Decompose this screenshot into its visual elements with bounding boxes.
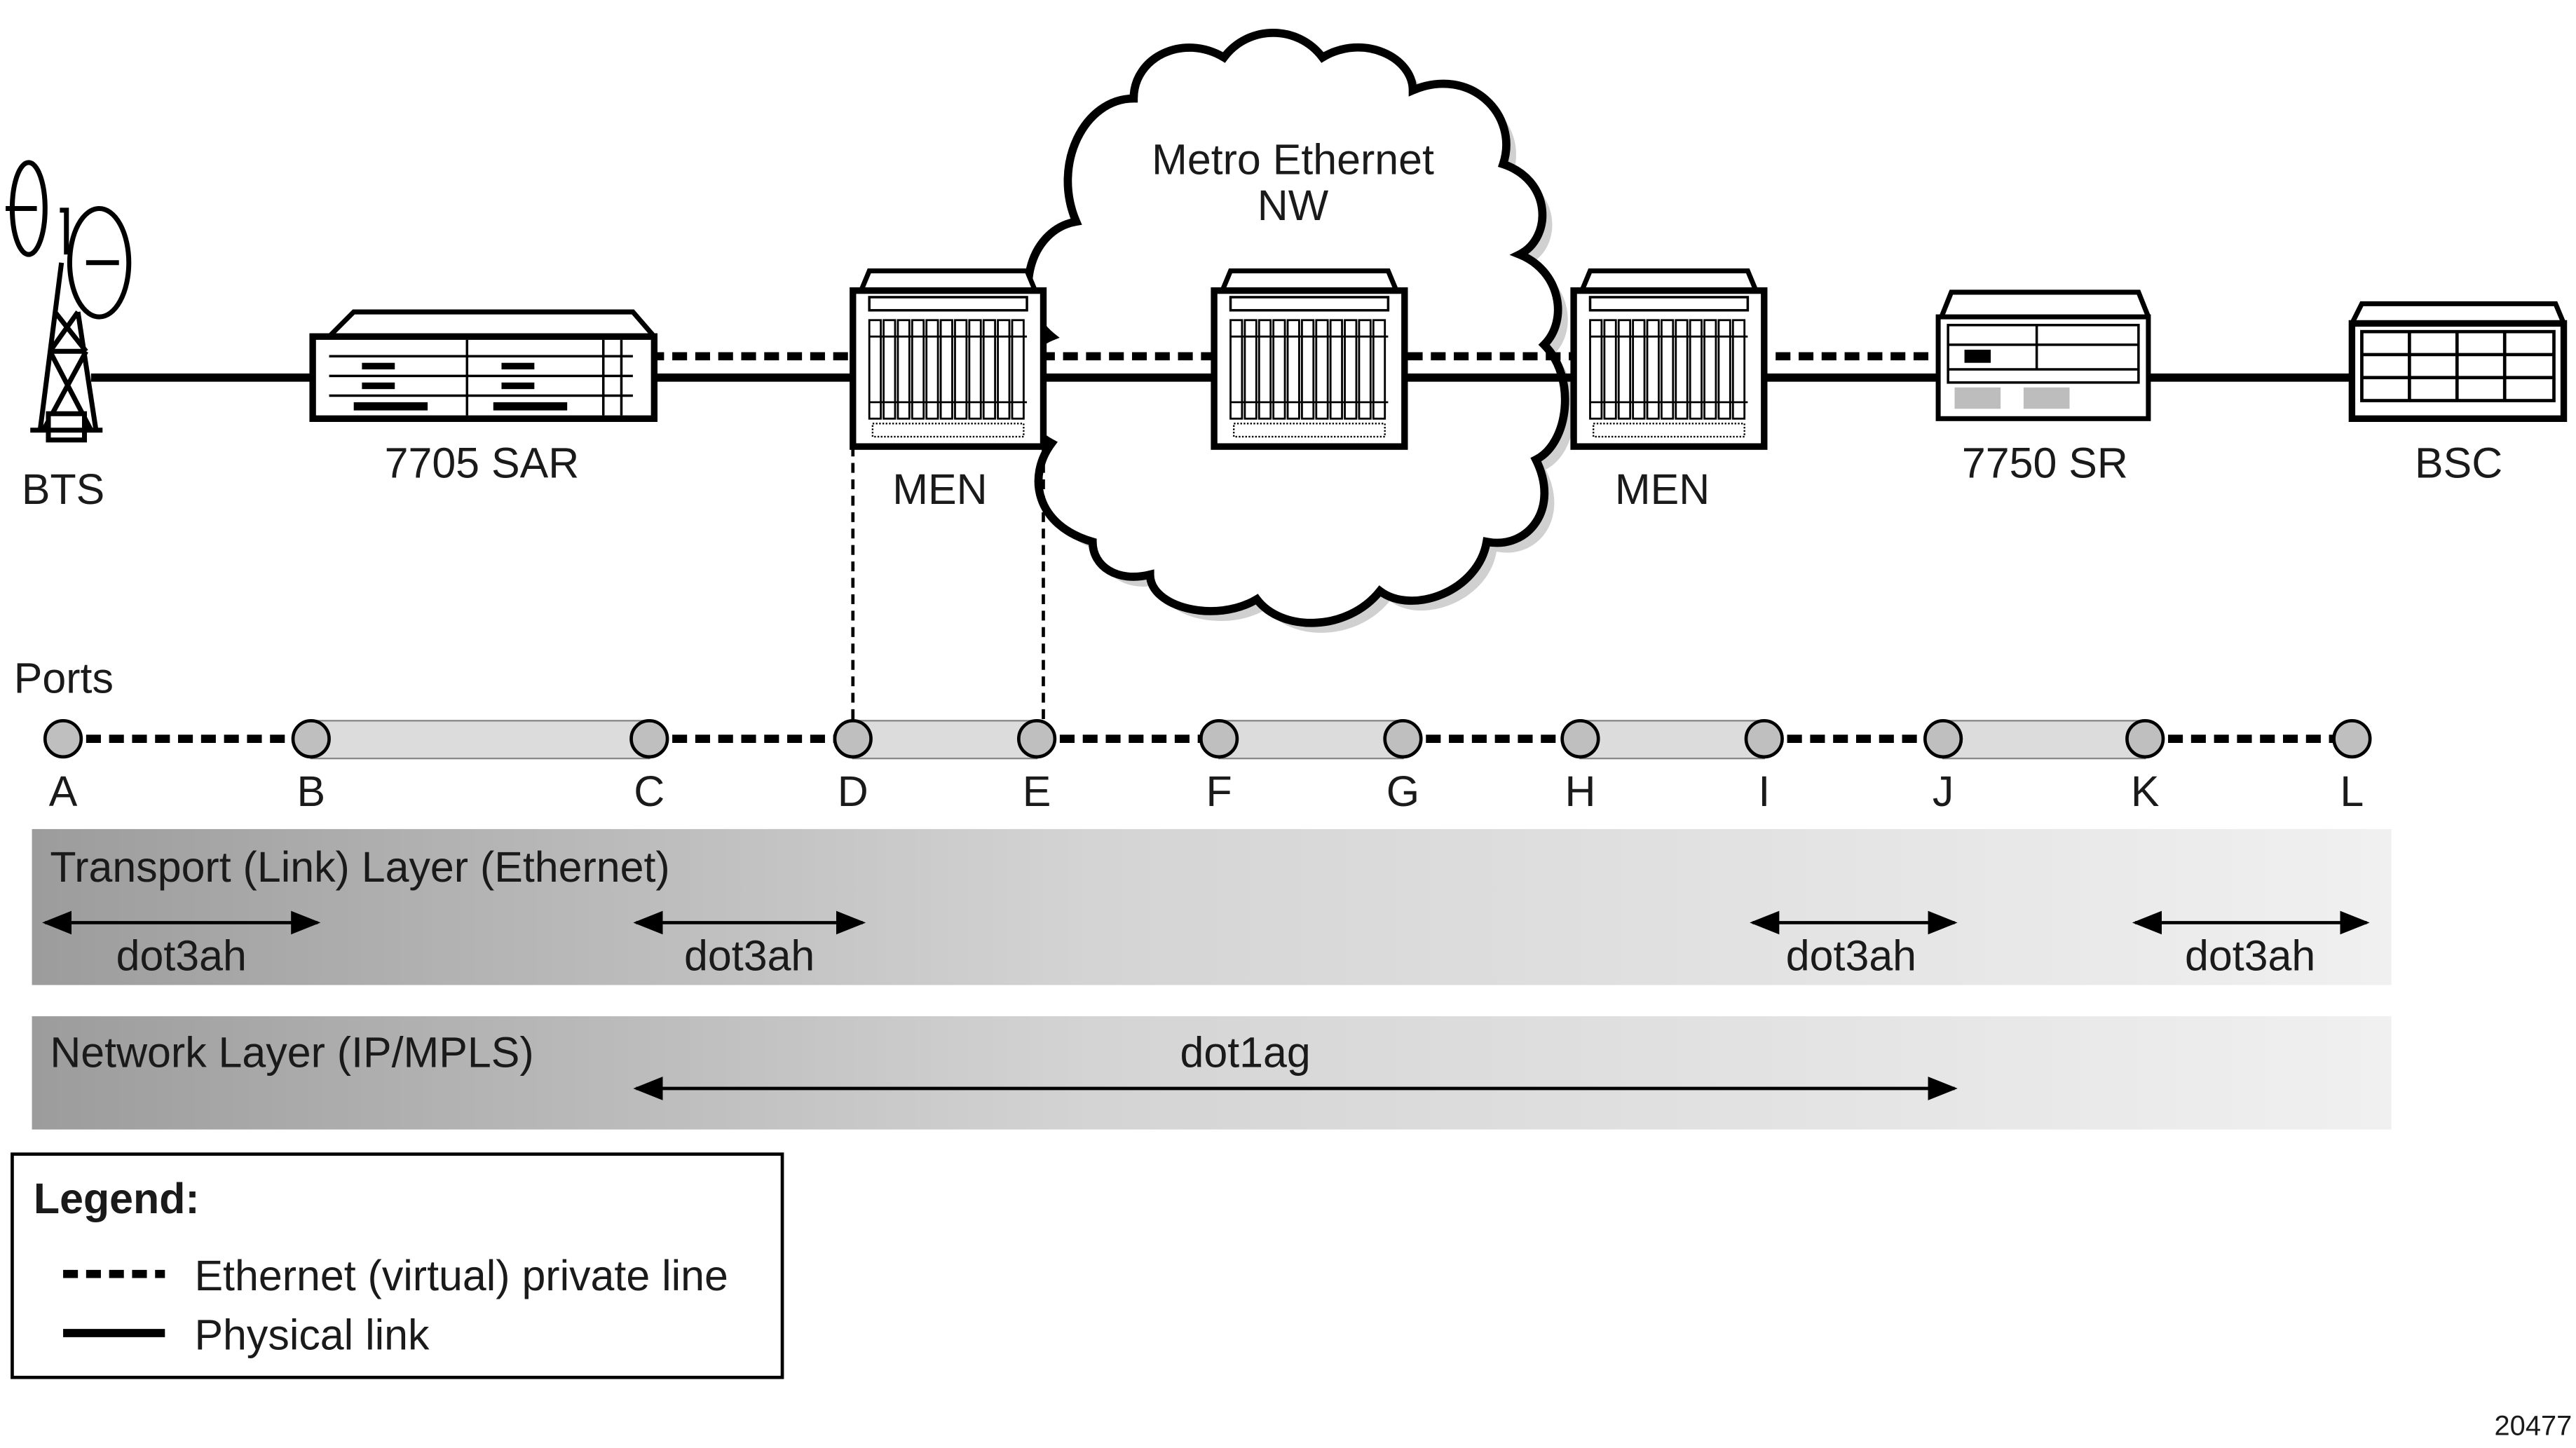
port-k-label: K [2131,767,2160,815]
port-a-label: A [49,767,78,815]
bts-label: BTS [22,465,104,513]
port-segment-band [1942,720,2146,760]
port-g-node [1383,718,1423,759]
cloud-label-line1: Metro Ethernet [1152,135,1434,183]
port-b-node [291,718,331,759]
port-segment-band [1218,720,1404,760]
port-e-node [1017,718,1057,759]
port-segment-band [1579,720,1765,760]
ports-title: Ports [14,654,114,702]
7750-sr-device-icon [1935,289,2151,421]
port-j-label: J [1933,767,1954,815]
7705-sar-device-icon [309,309,658,422]
port-f-node [1199,718,1239,759]
port-e-label: E [1023,767,1051,815]
port-l-node [2332,718,2372,759]
bts-tower-icon [6,160,132,443]
men-left-label: MEN [892,465,987,513]
port-k-node [2125,718,2165,759]
port-h-node [1560,718,1600,759]
port-f-label: F [1206,767,1232,815]
legend-title: Legend: [34,1175,200,1222]
men-left-chassis-icon [850,268,1047,450]
7750-sr-label: 7750 SR [1962,439,2128,487]
port-b-label: B [297,767,325,815]
port-d-node [833,718,873,759]
7705-sar-label: 7705 SAR [385,439,580,487]
port-l-label: L [2340,767,2364,815]
bsc-label: BSC [2415,439,2502,487]
port-segment-band [852,720,1038,760]
transport-layer-title: Transport (Link) Layer (Ethernet) [50,843,669,891]
legend-item-virtual-private-line: Ethernet (virtual) private line [194,1252,728,1299]
dot3ah-label: dot3ah [684,931,815,979]
network-layer-band: Network Layer (IP/MPLS) dot1ag [32,1016,2392,1130]
port-c-label: C [634,767,665,815]
network-layer-title: Network Layer (IP/MPLS) [50,1029,533,1077]
port-segment-band [310,720,650,760]
port-c-node [629,718,669,759]
legend: Legend: Ethernet (virtual) private line … [11,1152,784,1379]
port-i-label: I [1758,767,1770,815]
port-h-label: H [1565,767,1595,815]
port-j-node [1923,718,1963,759]
port-i-node [1744,718,1784,759]
port-a-node [43,718,83,759]
dot3ah-label: dot3ah [1786,931,1916,979]
port-d-label: D [838,767,868,815]
dot1ag-label: dot1ag [1180,1029,1310,1077]
men-right-chassis-icon [1570,268,1768,450]
transport-layer-band: Transport (Link) Layer (Ethernet) dot3ah… [32,828,2392,985]
legend-item-physical-link: Physical link [194,1311,430,1358]
bsc-device-icon [2348,301,2568,422]
port-g-label: G [1386,767,1419,815]
dot3ah-label: dot3ah [116,931,247,979]
cloud-label-line2: NW [1258,182,1329,229]
core-router-chassis-icon [1211,268,1408,450]
dot3ah-label: dot3ah [2185,931,2315,979]
figure-id: 20477 [2495,1410,2572,1441]
men-right-label: MEN [1615,465,1710,513]
